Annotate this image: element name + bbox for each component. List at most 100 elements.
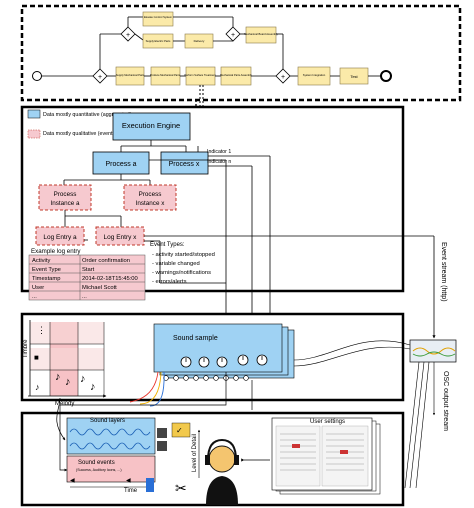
sonification-panel: Timbre Melody ⋮ ■ ♪ ♪ ♪ ♪ ♪ Sound sample (20, 312, 457, 407)
process-x-box: Process x (160, 151, 209, 175)
gateway-join (275, 68, 291, 84)
ok-icon (171, 422, 191, 438)
legend-quantitative-label: Data mostly quantitative (aggregated) (43, 112, 132, 118)
log-key: Event Type (32, 267, 61, 273)
music-note-icon: ♪ (80, 373, 86, 385)
svg-text:Mechanical Parts Assembly: Mechanical Parts Assembly (220, 73, 252, 77)
osc-output-stream-label: OSC output stream (442, 371, 449, 431)
sound-layers-group: Sound layers (66, 417, 167, 455)
small-knob[interactable] (193, 375, 199, 381)
svg-text:Perform Surface Treatment: Perform Surface Treatment (184, 73, 216, 77)
small-knob[interactable] (213, 375, 219, 381)
gateway-inner-split (120, 26, 136, 42)
process-instance-x-box: Process Instance x (123, 184, 177, 211)
sound-events-label: Sound events (78, 460, 115, 466)
event-type-item: - errors/alerts (152, 279, 187, 285)
svg-text:System Integration: System Integration (303, 73, 326, 77)
layer-knob-icon[interactable] (157, 441, 167, 451)
execution-engine-box: Execution Engine (112, 112, 191, 141)
event-type-item: ... (155, 287, 160, 293)
ok-icon-glyph: ✓ (176, 426, 183, 435)
small-knob-row (163, 375, 249, 381)
music-note-icon: ♪ (35, 382, 40, 392)
settings-slider[interactable] (292, 444, 300, 448)
log-value: Michael Scott (82, 285, 117, 291)
small-knob[interactable] (203, 375, 209, 381)
event-type-item: - activity started/stopped (152, 252, 215, 258)
speaker-icon: ◀ (70, 478, 75, 484)
legend-swatch-quantitative (27, 109, 41, 119)
gateway-inner-join (225, 26, 241, 42)
task-delivery: Delivery (184, 33, 214, 49)
gateway-split (92, 68, 108, 84)
task-mechanical-parts-assembly: Mechanical Parts Assembly (220, 66, 253, 86)
task-test: Test (339, 67, 369, 85)
small-knob[interactable] (173, 375, 179, 381)
indicator-1-label: Indicator 1 (207, 149, 231, 155)
task-supply-mechanical-parts: Supply Mechanical Parts (115, 66, 145, 86)
task-supply-electric-parts: Supply Electric Parts (142, 33, 174, 49)
time-axis-label: Time (124, 488, 138, 494)
svg-text:+: + (126, 32, 130, 39)
sound-events-sub: (Success, Auditory Icons, ...) (76, 468, 122, 472)
task-mechanical-board-assembly: Mechanical Board Assembly (244, 26, 279, 44)
legend-qualitative-label: Data mostly qualitative (event-based) (43, 131, 131, 137)
svg-text:Test: Test (350, 74, 358, 79)
process-model-panel: + + Elevate Control System Supply Electr… (20, 4, 462, 102)
sound-sample-module: Sound sample (153, 323, 295, 381)
process-a-box: Process a (92, 151, 150, 175)
log-key: Timestamp (32, 276, 60, 282)
event-type-item: - warnings/notifications (152, 270, 211, 276)
log-entry-x-box: Log Entry x (95, 226, 145, 246)
osc-hardware-box (409, 339, 457, 363)
tools-icon: ✂ (175, 480, 187, 496)
sound-sample-label: Sound sample (173, 335, 218, 342)
indicator-n-label: Indicator n (207, 159, 231, 165)
svg-text:Delivery: Delivery (194, 39, 205, 43)
legend: Data mostly quantitative (aggregated) Da… (27, 109, 132, 139)
svg-text:Supply Mechanical Parts: Supply Mechanical Parts (116, 73, 145, 77)
svg-text:+: + (231, 32, 235, 39)
music-note-icon: ♪ (55, 371, 61, 383)
svg-text:Process x: Process x (169, 161, 200, 168)
svg-text:Log Entry a: Log Entry a (43, 234, 77, 241)
svg-text:+: + (98, 74, 102, 81)
event-types-title: Event Types: (150, 242, 185, 248)
svg-text:Elevate Control System: Elevate Control System (144, 15, 173, 19)
level-of-detail-label: Level of Detail (192, 434, 198, 472)
svg-text:Execution Engine: Execution Engine (122, 121, 180, 130)
log-key: User (32, 285, 44, 291)
svg-text:Process: Process (54, 191, 77, 198)
small-knob[interactable] (183, 375, 189, 381)
end-event (380, 70, 392, 82)
small-knob[interactable] (243, 375, 249, 381)
knob-row (180, 354, 268, 368)
example-log-entry-table: Example log entry Activity Order confirm… (28, 248, 146, 301)
log-entry-a-box: Log Entry a (35, 226, 85, 246)
layer-knob-icon[interactable] (157, 428, 167, 438)
svg-text:Produce Mechanical Parts: Produce Mechanical Parts (150, 73, 181, 77)
log-key: Activity (32, 258, 50, 264)
sound-events-group: Sound events (Success, Auditory Icons, .… (66, 455, 156, 494)
example-log-title: Example log entry (31, 248, 81, 255)
sound-layers-label: Sound layers (90, 418, 125, 424)
listener-panel: Sound layers Sound events (Success, Audi… (20, 411, 405, 507)
event-type-item: - variable changed (152, 261, 200, 267)
small-knob[interactable] (163, 375, 169, 381)
waveform (69, 442, 151, 450)
svg-text:Instance a: Instance a (50, 200, 80, 207)
small-knob[interactable] (233, 375, 239, 381)
settings-slider[interactable] (340, 450, 348, 454)
phone-icon (146, 478, 154, 492)
log-key: ... (32, 294, 37, 300)
log-value: 2014-02-18T15:45:00 (82, 276, 138, 282)
log-value: Order confirmation (82, 258, 130, 264)
svg-text:Supply Electric Parts: Supply Electric Parts (146, 39, 171, 43)
speaker-icon: ◀ (126, 478, 131, 484)
listener-headphones-icon (205, 438, 239, 505)
event-types-list: Event Types: - activity started/stopped … (150, 242, 215, 293)
svg-text:Log Entry x: Log Entry x (104, 234, 138, 241)
legend-swatch-qualitative (27, 129, 41, 139)
task-produce-mechanical-parts: Produce Mechanical Parts (150, 66, 181, 86)
